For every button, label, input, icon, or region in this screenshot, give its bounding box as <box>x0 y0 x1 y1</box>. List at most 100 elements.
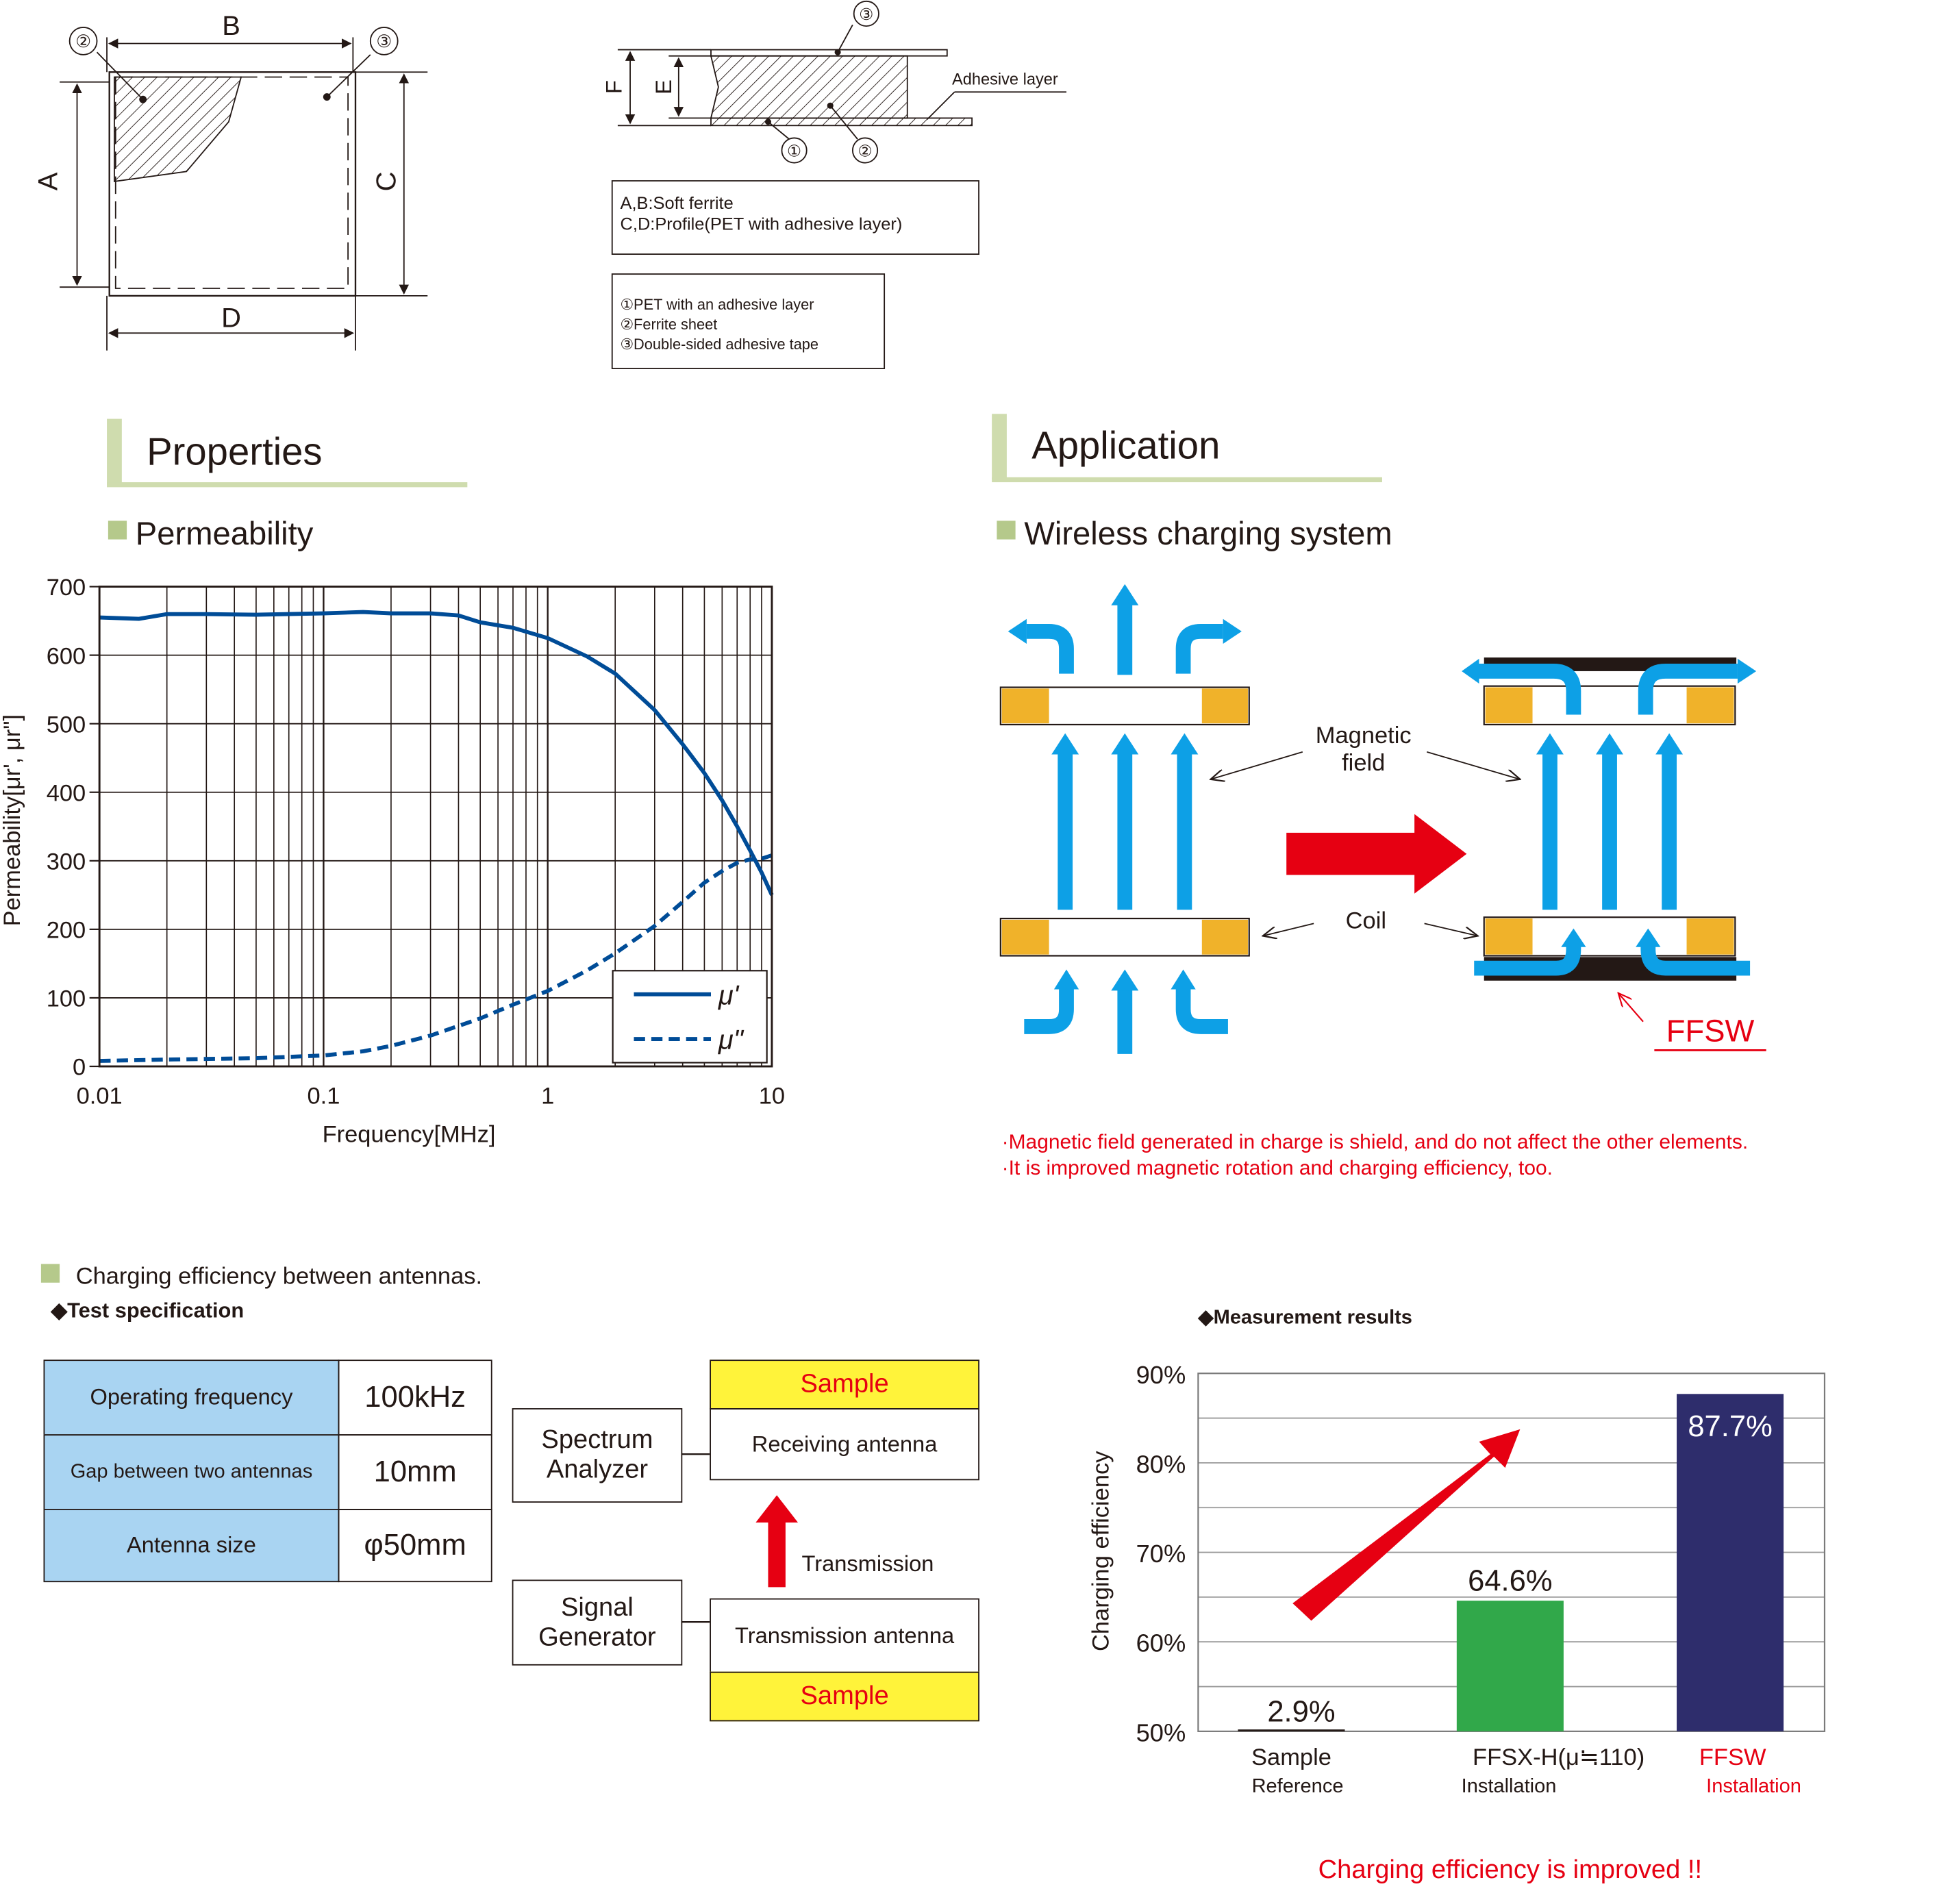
coil-winding <box>1001 919 1049 955</box>
category-sample-sub: Reference <box>1252 1775 1344 1797</box>
series-mu-double-prime-line <box>99 853 773 1063</box>
cross-section-drawing <box>617 0 1067 164</box>
bar-y-axis-label: Charging efficiency <box>1088 1451 1114 1651</box>
application-accent-bar <box>992 414 1007 480</box>
legend-box <box>612 970 768 1064</box>
spec-value-frequency: 100kHz <box>338 1360 492 1436</box>
bar-y-tick-label: 60% <box>1136 1629 1186 1657</box>
arrowhead <box>1171 969 1196 990</box>
curved-field-arrows-right <box>1474 664 1751 976</box>
category-ffsx: FFSX-H(μ≒110) <box>1473 1744 1644 1770</box>
spec-value-gap: 10mm <box>338 1434 492 1510</box>
top-view-drawing <box>60 27 428 351</box>
perm-legend: μ' μ" <box>612 970 768 1064</box>
material-legend-box: A,B:Soft ferrite C,D:Profile(PET with ad… <box>611 180 979 255</box>
spec-key-gap: Gap between two antennas <box>43 1434 340 1510</box>
conclusion-text: Charging efficiency is improved !! <box>1318 1855 1702 1884</box>
spectrum-analyzer-box: Spectrum Analyzer <box>512 1408 683 1503</box>
arrowhead <box>1561 928 1586 947</box>
dim-label-c: C <box>371 172 401 192</box>
arrowhead <box>1737 658 1757 684</box>
coil-leader-left <box>1263 923 1314 936</box>
section-callout-3: ③ <box>859 5 873 23</box>
coil-label: Coil <box>1346 908 1386 934</box>
bar-value-label: 64.6% <box>1468 1565 1552 1598</box>
legend-mu-double-prime: μ" <box>718 1025 745 1055</box>
series-mu-prime-line <box>99 610 774 896</box>
magnetic-field-label-2: field <box>1342 750 1385 776</box>
callout-2: ② <box>75 32 91 51</box>
coil-winding <box>1686 918 1734 955</box>
parts-legend-box: ①PET with an adhesive layer ②Ferrite she… <box>611 273 886 369</box>
perm-y-tick-label: 500 <box>47 712 86 738</box>
wireless-heading: Wireless charging system <box>1024 515 1392 551</box>
legend-line: C,D:Profile(PET with adhesive layer) <box>620 214 903 234</box>
coil-winding <box>1485 918 1533 955</box>
category-sample: Sample <box>1251 1744 1331 1770</box>
bar-y-tick-label: 50% <box>1136 1718 1186 1746</box>
transmission-arrow-head <box>755 1495 799 1523</box>
wireless-note-1: ·Magnetic field generated in charge is s… <box>1002 1131 1749 1153</box>
wireless-diagram-left <box>999 584 1250 1054</box>
perm-y-tick-label: 700 <box>47 575 86 601</box>
dim-label-a: A <box>33 172 63 190</box>
perm-y-tick-label: 200 <box>47 918 86 944</box>
perm-y-tick-label: 0 <box>73 1055 86 1081</box>
spectrum-label-1: Spectrum <box>541 1425 653 1455</box>
perm-x-tick-label: 0.1 <box>307 1083 340 1109</box>
sample-top-box: Sample <box>710 1360 979 1410</box>
transmission-label: Transmission <box>801 1551 934 1576</box>
spec-key-antenna-size: Antenna size <box>43 1509 340 1583</box>
bar-value-label: 2.9% <box>1267 1695 1335 1728</box>
coil-winding <box>1686 687 1734 724</box>
perm-x-tick-label: 10 <box>759 1083 785 1109</box>
section-callout-2: ② <box>858 142 872 160</box>
perm-y-tick-label: 300 <box>47 849 86 875</box>
legend-line: ③Double-sided adhesive tape <box>620 335 819 353</box>
legend-mu-prime: μ' <box>718 980 740 1010</box>
bar-value-label: 87.7% <box>1688 1410 1772 1443</box>
plot-frame <box>98 586 773 1068</box>
sample-bottom-box: Sample <box>710 1671 979 1722</box>
wireless-note-2: ·It is improved magnetic rotation and ch… <box>1002 1157 1553 1179</box>
ffsw-leader <box>1618 993 1644 1023</box>
measurement-heading: ◆Measurement results <box>1197 1307 1412 1329</box>
arrowhead <box>1223 618 1242 644</box>
legend-line: ②Ferrite sheet <box>620 315 718 334</box>
legend-line: ①PET with an adhesive layer <box>620 295 814 314</box>
magnetic-field-label-1: Magnetic <box>1316 723 1412 749</box>
test-spec-heading: ◆Test specification <box>50 1299 244 1323</box>
charging-efficiency-bar-chart: 2.9%64.6%87.7% 50%60%70%80%90% Charging … <box>1088 1361 1826 1746</box>
transmission-antenna-box: Transmission antenna <box>710 1598 979 1673</box>
bar <box>1456 1601 1564 1731</box>
improvement-arrow <box>1292 1429 1521 1621</box>
category-ffsw-sub: Installation <box>1706 1775 1801 1797</box>
dim-label-d: D <box>221 303 241 333</box>
charging-heading: Charging efficiency between antennas. <box>76 1264 482 1290</box>
section-callout-1: ① <box>787 142 801 160</box>
application-underline <box>992 477 1382 483</box>
bar-y-tick-label: 70% <box>1136 1540 1186 1568</box>
perm-y-axis-label: Permeability[μr', μr"] <box>0 714 25 926</box>
properties-accent-bar <box>107 418 122 485</box>
coil-winding <box>1001 688 1049 724</box>
charging-bullet <box>40 1264 60 1283</box>
properties-heading: Properties <box>147 430 322 473</box>
perm-y-tick-label: 100 <box>47 986 86 1012</box>
coil-winding <box>1485 687 1533 724</box>
field-arrows-right <box>1536 733 1684 910</box>
transition-arrow <box>1286 814 1467 894</box>
coil-leader-right <box>1424 923 1478 936</box>
perm-x-tick-label: 1 <box>541 1083 554 1109</box>
signal-label-1: Signal <box>560 1592 634 1622</box>
adhesive-layer-label: Adhesive layer <box>952 70 1058 88</box>
dim-label-e: E <box>651 79 676 95</box>
perm-y-tick-label: 400 <box>47 780 86 806</box>
category-ffsw: FFSW <box>1699 1744 1766 1770</box>
perm-x-tick-label: 0.01 <box>77 1083 123 1109</box>
wireless-diagram-right <box>1462 657 1766 1051</box>
dim-label-b: B <box>222 11 240 41</box>
spectrum-label-2: Analyzer <box>546 1455 649 1484</box>
perm-x-axis-label: Frequency[MHz] <box>323 1122 496 1148</box>
